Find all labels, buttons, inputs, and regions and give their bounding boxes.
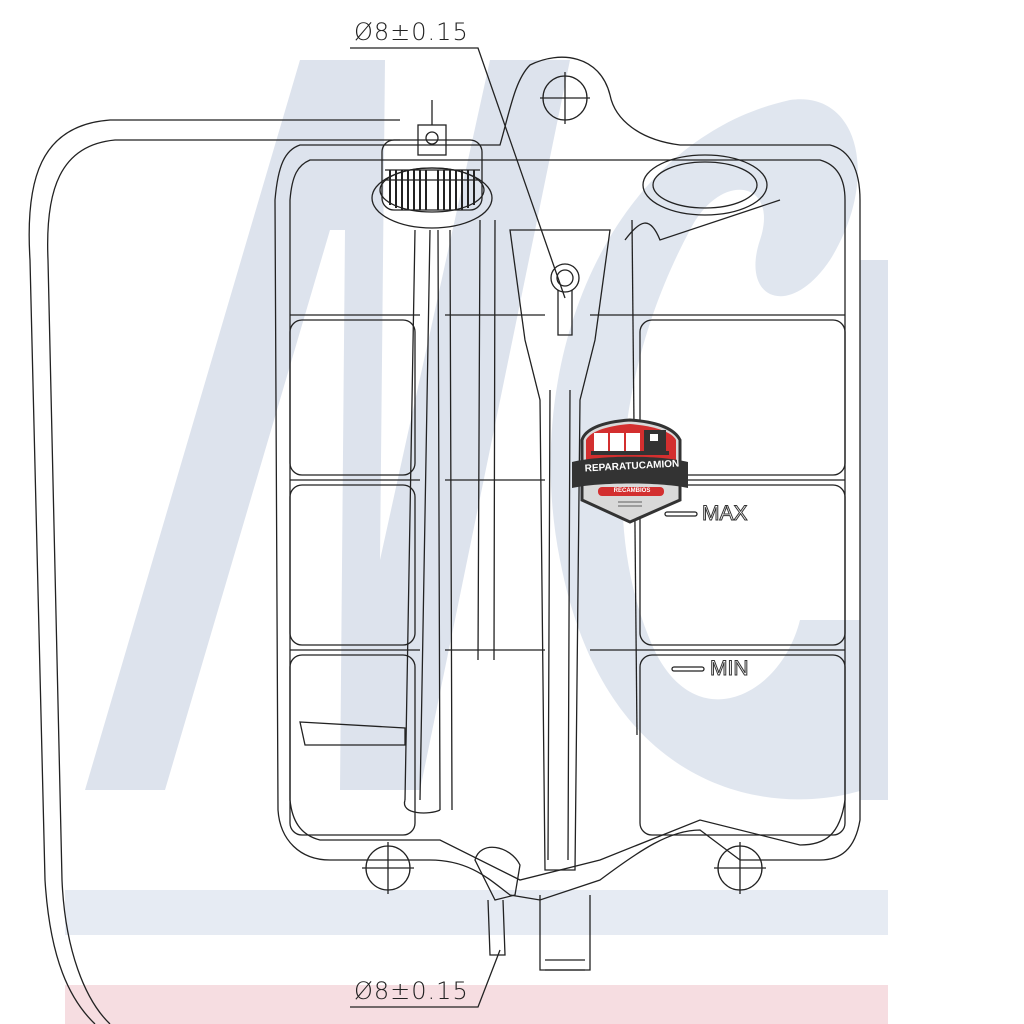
bottom-hose-dimension: Ø8±0.15 [354, 977, 469, 1005]
watermark-logo [85, 60, 888, 800]
top-hose-dimension: Ø8±0.15 [354, 18, 469, 46]
logo-subtitle: RECAMBIOS [613, 488, 651, 494]
watermark-band-pink [65, 985, 888, 1024]
watermark-band-blue [65, 890, 888, 935]
reparatucamion-logo [572, 418, 688, 524]
tank-outline [28, 47, 861, 1024]
min-level-label: MIN [710, 657, 749, 681]
max-level-label: MAX [702, 502, 749, 526]
